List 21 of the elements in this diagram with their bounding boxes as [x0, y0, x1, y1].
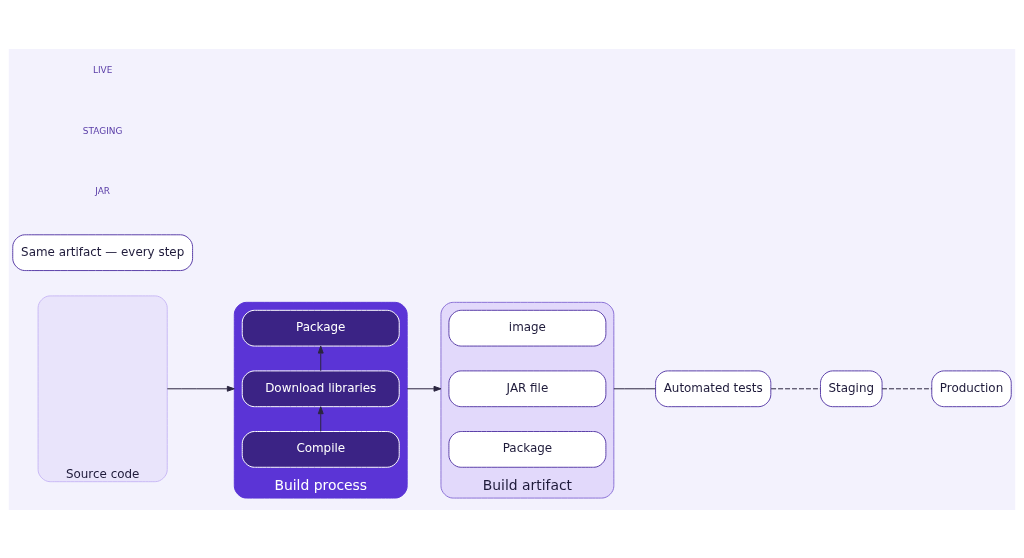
node-box: Staging [820, 369, 883, 407]
node-box: Production [931, 369, 1012, 407]
label: JAR [95, 185, 111, 196]
node-box: JAR file [448, 369, 607, 407]
node-box: Package [241, 309, 400, 347]
arrow [317, 405, 324, 432]
node-box: Compile [241, 430, 400, 468]
arrow [317, 345, 324, 371]
node-box: Package [448, 430, 607, 468]
node-box: Source code [37, 294, 168, 482]
node-box: Automated tests [655, 369, 772, 407]
arrow [166, 385, 235, 392]
node-box: image [448, 309, 607, 347]
label: LIVE [92, 64, 113, 75]
node-box: Same artifact — every step [12, 233, 194, 271]
node-box: Download libraries [241, 369, 400, 407]
label: STAGING [82, 125, 123, 136]
connector [881, 387, 933, 389]
arrow [406, 385, 442, 392]
connector [613, 387, 656, 389]
connector [770, 387, 821, 389]
